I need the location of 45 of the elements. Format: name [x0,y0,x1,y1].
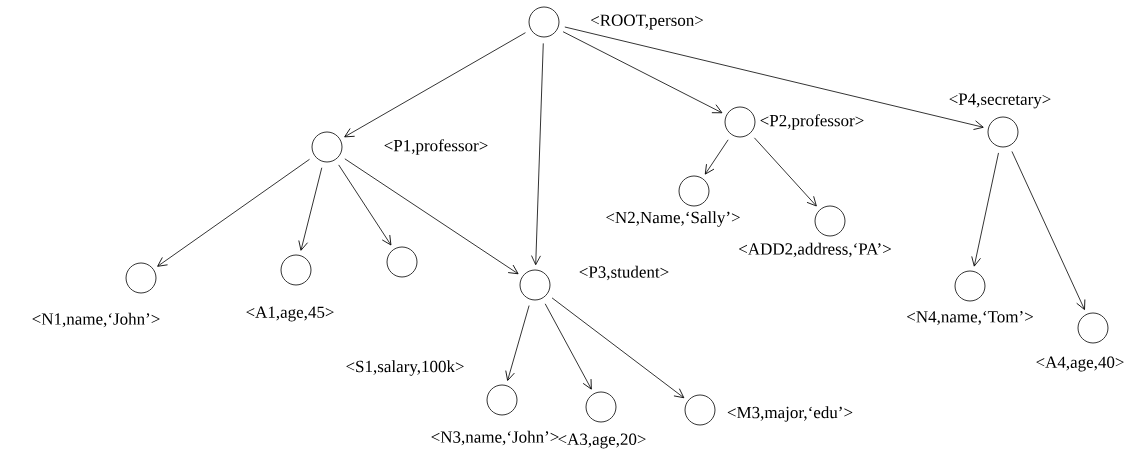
tree-node: <ROOT,person> [528,6,704,38]
node-label: <N4,name,‘Tom’> [907,311,1033,325]
arrow [505,305,530,381]
arrow [562,31,723,114]
tree-node: <A1,age,45> [246,254,334,322]
node-label: <N2,Name,‘Sally’> [606,211,740,227]
node-label: <S1,salary,100k> [346,360,464,376]
node-label: <P3,student> [579,265,669,281]
arrow [704,139,729,175]
tree-node: <A4,age,40> [1036,312,1124,372]
tree-node: <ADD2,address,‘PA’> [739,205,891,258]
node-label: <P4,secretary> [949,93,1051,109]
arrow [1011,151,1086,310]
arrow [344,32,526,138]
arrow [564,26,984,130]
circle-node [386,246,418,278]
tree-node: <A3,age,20> [558,391,646,449]
tree-node: <N1,name,‘John’> [32,262,160,328]
node-label: <A3,age,20> [558,433,646,449]
node-label: <M3,major,‘edu’> [727,406,853,422]
arrow [551,297,685,399]
tree-node: <P3,student> [519,265,669,301]
node-label: <A1,age,45> [246,306,334,322]
arrow [971,152,999,267]
tree-node: <P1,professor> [311,131,488,163]
node-label: <ROOT,person> [590,14,704,30]
tree-node: <P2,professor> [724,106,864,138]
arrow [544,303,592,390]
node-label: <N1,name,‘John’> [32,312,160,328]
node-label: <P2,professor> [760,114,864,130]
tree-node: <N3,name,‘John’> [431,384,559,446]
node-label: <P1,professor> [384,139,488,155]
node-label: <N3,name,‘John’> [431,430,559,446]
arrow [754,137,817,207]
arrow [344,158,519,275]
arrow [531,43,544,266]
node-label: <A4,age,40> [1036,356,1124,372]
arrow [338,164,392,246]
node-label: <ADD2,address,‘PA’> [739,242,891,258]
arrow [298,167,323,251]
tree-node: <M3,major,‘edu’> [684,394,853,426]
tree-node: <P4,secretary> [949,93,1051,148]
arrow [157,158,310,267]
tree-node: <N4,name,‘Tom’> [907,270,1033,325]
tree-node: <N2,Name,‘Sally’> [606,175,740,227]
